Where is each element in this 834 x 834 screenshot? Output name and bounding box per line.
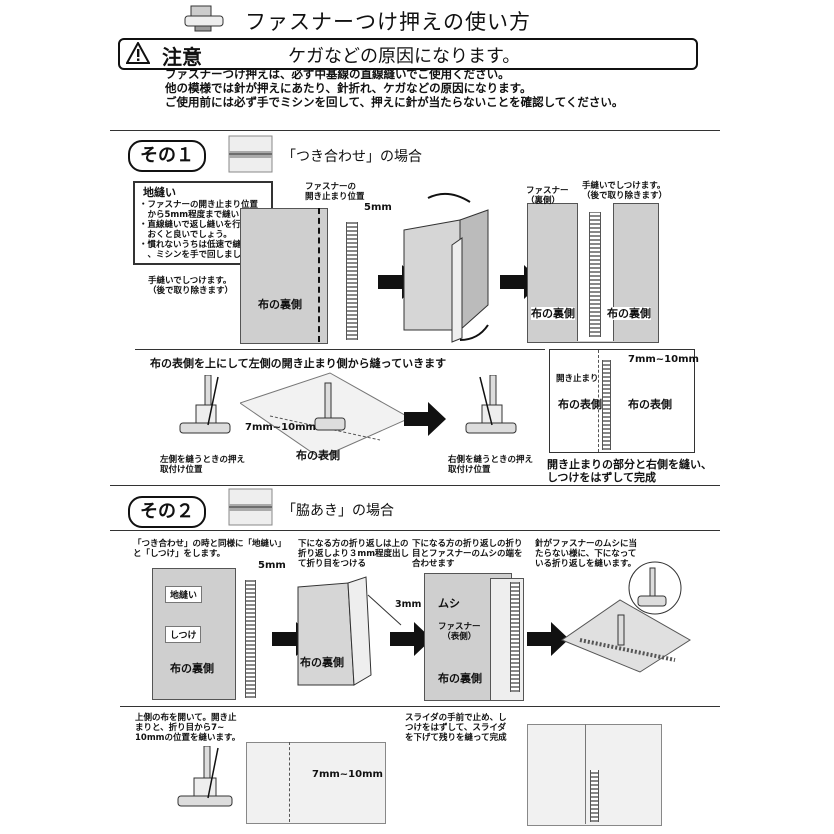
zipper-strip bbox=[245, 580, 256, 698]
cloth-front-label: 布の表側 bbox=[296, 449, 340, 462]
zipper-thumb-icon bbox=[228, 135, 273, 173]
mm-label: 7mm~10mm bbox=[245, 422, 316, 433]
caution-keyword: 注意 bbox=[162, 45, 202, 69]
cloth-panel bbox=[240, 208, 328, 344]
divider bbox=[110, 130, 720, 131]
zipper-strip bbox=[602, 360, 611, 450]
caution-note: ファスナーつけ押えは、必ず中基線の直線縫いでご使用ください。 bbox=[165, 67, 510, 81]
tag-label: 地縫い bbox=[165, 586, 203, 603]
seam-line bbox=[585, 724, 586, 824]
stop-label: 開き止まり bbox=[556, 374, 599, 384]
detail-figure bbox=[549, 349, 695, 453]
baste-label: 手縫いでしつけます。 （後で取り除きます） bbox=[148, 276, 234, 296]
divider bbox=[110, 485, 720, 486]
zipper-strip bbox=[346, 222, 358, 340]
fold-line bbox=[598, 350, 599, 452]
arrow-right-icon bbox=[404, 402, 446, 436]
page-title: ファスナーつけ押えの使い方 bbox=[245, 10, 531, 34]
step-caption: 針がファスナーのムシに当 たらない様に、下になって いる折り返しを縫います。 bbox=[535, 539, 638, 569]
caution-banner: 注意 ケガなどの原因になります。 bbox=[118, 38, 698, 70]
zipper-foot-icon bbox=[184, 5, 224, 32]
box-line: おくと良いでしょう。 bbox=[139, 230, 232, 240]
cloth-front-label: 布の表側 bbox=[558, 398, 602, 411]
step-caption: 下になる方の折り返しの折り 目とファスナーのムシの端を 合わせます bbox=[412, 539, 523, 569]
section1-title: 「つき合わせ」の場合 bbox=[282, 149, 422, 165]
cloth-back-label: 布の裏側 bbox=[258, 298, 302, 311]
cloth-front-label: 布の表側 bbox=[628, 398, 672, 411]
step-caption: スライダの手前で止め、し つけをはずして、スライダ を下げて残りを縫って完成 bbox=[405, 713, 507, 743]
folded-cloth-figure bbox=[297, 576, 402, 686]
cloth-back-label: 布の裏側 bbox=[438, 672, 482, 685]
zipper-strip bbox=[590, 770, 599, 822]
sewing-zipper-figure bbox=[560, 561, 691, 673]
box-line: から5mm程度まで縫います。 bbox=[139, 210, 264, 220]
divider bbox=[135, 349, 545, 350]
step-caption: 下になる方の折り返しは上の 折り返しより３mm程度出し て折り目をつける bbox=[298, 539, 410, 569]
box-line: ・直線縫いで返し縫いを行って bbox=[139, 220, 258, 230]
zipper-strip bbox=[510, 582, 520, 692]
baste-label: 手縫いでしつけます。 （後で取り除きます） bbox=[582, 181, 668, 201]
box-line: ・慣れないうちは低速で縫うか bbox=[139, 240, 259, 250]
section2-title: 「脇あき」の場合 bbox=[282, 503, 394, 519]
detail-mm-label: 7mm~10mm bbox=[628, 354, 699, 365]
divider bbox=[110, 530, 720, 531]
box-title: 地縫い bbox=[143, 186, 176, 199]
presser-foot-figure bbox=[465, 375, 517, 434]
box-line: ・ファスナーの開き止まり位置 bbox=[139, 200, 259, 210]
zipper-back-label: ファスナー （裏側） bbox=[526, 186, 569, 206]
arrow-right-icon bbox=[527, 622, 569, 656]
left-foot-label: 左側を縫うときの押え 取付け位置 bbox=[160, 455, 246, 475]
cloth-panel bbox=[246, 742, 386, 824]
right-foot-label: 右側を縫うときの押え 取付け位置 bbox=[448, 455, 534, 475]
box-line: 、ミシンを手で回しましょう bbox=[139, 250, 259, 260]
stop-position-label: ファスナーの 開き止まり位置 bbox=[305, 182, 365, 202]
row-heading: 布の表側を上にして左側の開き止まり側から縫っていきます bbox=[150, 357, 447, 370]
mushi-label: ムシ bbox=[438, 597, 460, 610]
divider bbox=[120, 706, 720, 707]
mm-label: 7mm~10mm bbox=[312, 769, 383, 780]
step-caption: 上側の布を開いて。開き止 まりと、折り目から7~ 10mmの位置を縫います。 bbox=[135, 713, 241, 743]
step-caption: 「つき合わせ」の時と同様に「地縫い」 と「しつけ」をします。 bbox=[133, 539, 287, 559]
folded-cloth-figure bbox=[403, 192, 489, 343]
mm-label: 5mm bbox=[364, 202, 392, 213]
cloth-back-label: 布の裏側 bbox=[531, 307, 575, 320]
caution-note: ご使用前には必ず手でミシンを回して、押えに針が当たらないことを確認してください。 bbox=[165, 95, 624, 109]
caution-message: ケガなどの原因になります。 bbox=[288, 46, 521, 67]
cloth-back-label: 布の裏側 bbox=[170, 662, 214, 675]
finish-label: 開き止まりの部分と右側を縫い、 しつけをはずして完成 bbox=[547, 458, 712, 484]
basting-line bbox=[318, 208, 320, 342]
zipper-strip bbox=[589, 212, 601, 337]
stitch-line bbox=[289, 742, 290, 822]
arrow-right-icon bbox=[390, 622, 432, 656]
warning-icon bbox=[126, 42, 150, 64]
zipper-thumb-icon bbox=[228, 488, 273, 526]
section2-badge: その２ bbox=[128, 496, 206, 528]
caution-notes: ファスナーつけ押えは、必ず中基線の直線縫いでご使用ください。 他の模様では針が押… bbox=[165, 67, 623, 109]
cloth-back-label: 布の裏側 bbox=[300, 656, 344, 669]
mm-label: 5mm bbox=[258, 560, 286, 571]
sewing-cloth-figure bbox=[240, 372, 412, 459]
mm-label: 3mm bbox=[395, 599, 422, 610]
zipper-front-label: ファスナー （表側） bbox=[438, 622, 481, 642]
caution-note: 他の模様では針が押えにあたり、針折れ、ケガなどの原因になります。 bbox=[165, 81, 532, 95]
presser-foot-figure bbox=[177, 746, 233, 807]
presser-foot-figure bbox=[179, 375, 231, 434]
tag-label: しつけ bbox=[165, 626, 202, 643]
cloth-back-label: 布の裏側 bbox=[607, 307, 651, 320]
section1-badge: その１ bbox=[128, 140, 206, 172]
